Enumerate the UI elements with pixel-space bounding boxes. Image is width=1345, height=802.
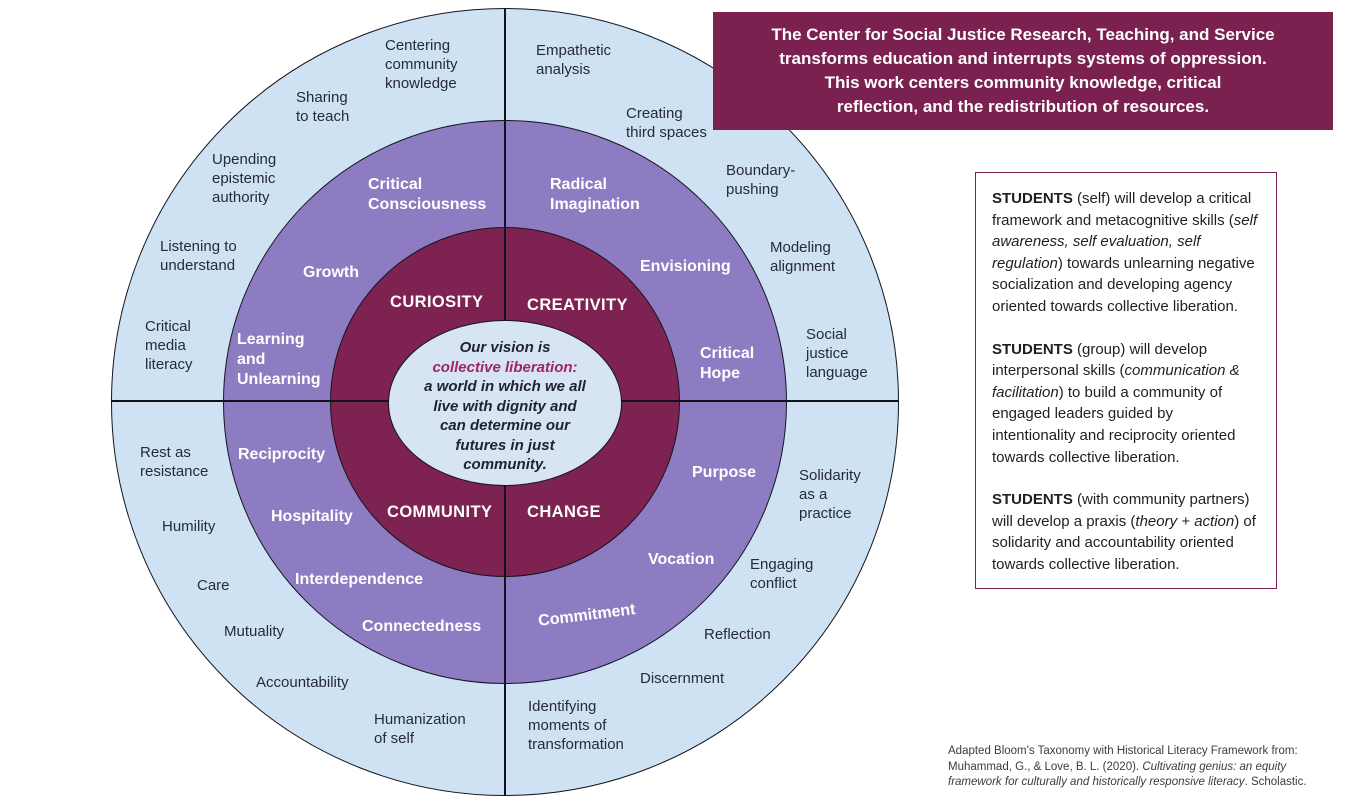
outer-label-social-justice-language: Social justice language [806,326,868,382]
vision-statement: Our vision is collective liberation: a w… [368,338,642,475]
students-paragraph-self: STUDENTS (self) will develop a critical … [992,190,1258,315]
vision-body: a world in which we all live with dignit… [424,378,586,473]
students-outcomes-box: STUDENTS (self) will develop a critical … [975,172,1277,589]
vision-intro: Our vision is [459,339,551,356]
outer-label-critical-media-literacy: Critical media literacy [145,318,193,374]
students-bold-label: STUDENTS [992,491,1073,509]
mid-label-envisioning: Envisioning [640,258,731,275]
mission-banner: The Center for Social Justice Research, … [713,12,1333,130]
mid-label-purpose: Purpose [692,464,757,481]
mid-label-critical-hope: Critical Hope [700,345,755,382]
citation: Adapted Bloom's Taxonomy with Historical… [948,745,1307,789]
students-paragraph-group: STUDENTS (group) will develop interperso… [992,340,1240,466]
inner-label-creativity: CREATIVITY [527,296,628,314]
outer-label-identifying-moments-of-transformation: Identifying moments of transformation [528,698,624,754]
outer-label-empathetic-analysis: Empathetic analysis [536,42,612,79]
outer-label-upending-epistemic-authority: Upending epistemic authority [212,151,277,207]
mid-label-interdependence: Interdependence [295,571,424,588]
outer-label-sharing-to-teach: Sharing to teach [296,89,350,126]
vision-highlight: collective liberation: [432,358,578,376]
outer-label-engaging-conflict: Engaging conflict [750,556,814,593]
outer-label-listening-to-understand: Listening to understand [160,238,237,275]
center-vision-ellipse [388,320,622,486]
inner-label-community: COMMUNITY [387,503,493,521]
outer-label-centering-community-knowledge: Centering community knowledge [385,37,458,93]
outer-label-creating-third-spaces: Creating third spaces [626,105,707,142]
mid-label-radical-imagination: Radical Imagination [550,176,640,213]
mid-label-connectedness: Connectedness [362,618,482,635]
mid-label-vocation: Vocation [648,551,715,568]
outer-label-boundary-pushing: Boundary- pushing [726,162,796,199]
mission-banner-text: The Center for Social Justice Research, … [771,24,1275,117]
mid-label-hospitality: Hospitality [271,508,353,525]
mid-label-learning-and-unlearning: Learning and Unlearning [237,331,321,388]
outer-label-rest-as-resistance: Rest as resistance [140,444,209,481]
mid-label-critical-consciousness: Critical Consciousness [368,176,487,213]
outer-label-care: Care [197,577,230,594]
outer-label-accountability: Accountability [256,674,349,691]
outer-label-solidarity-as-a-practice: Solidarity as a practice [799,467,861,523]
mid-label-reciprocity: Reciprocity [238,446,326,463]
mid-label-growth: Growth [303,264,359,281]
students-paragraph-community-partners: STUDENTS (with community partners) will … [992,491,1256,573]
students-bold-label: STUDENTS [992,190,1073,207]
outer-label-discernment: Discernment [640,670,725,687]
outer-label-mutuality: Mutuality [224,623,285,640]
students-bold-label: STUDENTS [992,340,1073,358]
outer-label-reflection: Reflection [704,626,771,643]
inner-label-curiosity: CURIOSITY [390,293,484,311]
outer-label-modeling-alignment: Modeling alignment [770,239,836,276]
outer-label-humility: Humility [162,518,216,535]
inner-label-change: CHANGE [527,503,601,521]
outer-label-humanization-of-self: Humanization of self [374,711,466,748]
